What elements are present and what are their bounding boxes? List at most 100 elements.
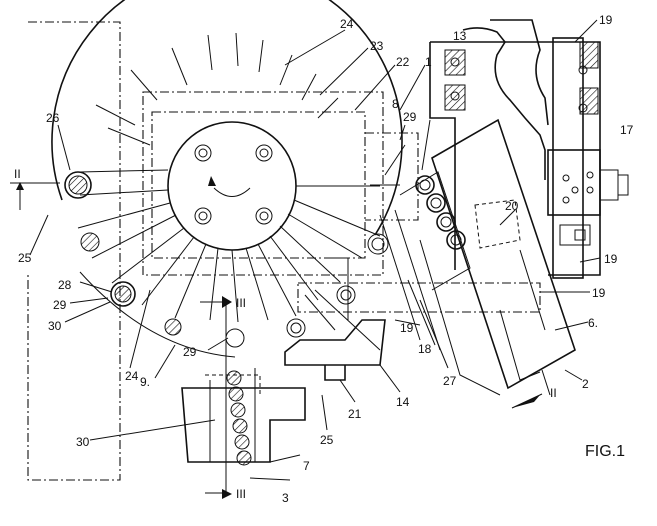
- inclined-magazine: [379, 118, 576, 409]
- rod-28-outer: [110, 281, 136, 307]
- label-30-bottom: 30: [76, 435, 90, 449]
- label-13: 13: [453, 29, 467, 43]
- section-mark-iii-bottom: III: [236, 487, 246, 501]
- label-29-left: 29: [53, 298, 67, 312]
- label-14: 14: [396, 395, 410, 409]
- label-19-guide: 19: [592, 286, 606, 300]
- pin-block: [559, 224, 591, 246]
- gear-13-profile: [462, 27, 546, 180]
- rod: [286, 318, 306, 338]
- stacked-rod: [228, 386, 244, 402]
- bracket-20: [474, 199, 521, 249]
- pin-21: [324, 365, 346, 381]
- magazine-rod: [426, 193, 446, 213]
- magazine-rod: [436, 212, 456, 232]
- rod: [164, 318, 182, 336]
- label-24-bottom: 24: [125, 369, 139, 383]
- section-mark-ii-left: II: [14, 167, 21, 181]
- label-25-left: 25: [18, 251, 32, 265]
- section-mark-iii-top: III: [236, 296, 246, 310]
- shaft-bearing: [579, 41, 599, 69]
- transfer-assembly: [284, 257, 386, 381]
- label-24-top: 24: [340, 17, 354, 31]
- wheel-rim: [51, 0, 403, 236]
- rod: [367, 233, 389, 255]
- wheel-radial-strokes: [95, 32, 339, 146]
- label-21: 21: [348, 407, 362, 421]
- magazine-edge: [379, 214, 421, 341]
- central-hub: [167, 121, 297, 251]
- label-7: 7: [303, 459, 310, 473]
- bearing-hatch: [444, 84, 466, 111]
- label-23: 23: [370, 39, 384, 53]
- left-housing-outline: [27, 21, 121, 481]
- section-line-ii-left: II: [10, 167, 60, 210]
- section-mark-ii-right: II: [550, 386, 557, 400]
- hub-bolt: [194, 144, 212, 162]
- right-housing: [429, 19, 629, 279]
- slide-14: [284, 319, 386, 366]
- stacked-rod: [226, 370, 242, 386]
- lever: [325, 257, 349, 320]
- block-17-nut: [599, 169, 619, 201]
- magazine-7-body: [181, 387, 306, 463]
- label-29-bottom: 29: [183, 345, 197, 359]
- stacked-rod: [230, 402, 246, 418]
- hub-bolt: [255, 144, 273, 162]
- wheel-spokes: [77, 169, 381, 323]
- label-20: 20: [505, 199, 519, 213]
- magazine-rod: [415, 175, 435, 195]
- label-30-left: 30: [48, 319, 62, 333]
- label-17: 17: [620, 123, 634, 137]
- label-22: 22: [396, 55, 410, 69]
- rod-29: [225, 328, 245, 348]
- wheel-inner-outline-2: [151, 111, 366, 259]
- label-25-bottom: 25: [320, 433, 334, 447]
- gear-13-tooth: [490, 19, 549, 126]
- label-26: 26: [46, 111, 60, 125]
- guide-19-outline: [297, 282, 541, 313]
- magazine-rod: [446, 230, 466, 250]
- block-8-outline: [365, 132, 419, 221]
- label-18: 18: [418, 342, 432, 356]
- rod-26: [68, 175, 88, 195]
- wheel-inner-outline: [142, 91, 384, 276]
- label-19-right: 19: [604, 252, 618, 266]
- label-9: 9.: [140, 375, 150, 389]
- label-27: 27: [443, 374, 457, 388]
- rotation-arrow: [213, 187, 251, 197]
- stacked-rod: [234, 434, 250, 450]
- stacked-rod: [236, 450, 252, 466]
- hub-bolt: [255, 207, 273, 225]
- label-3: 3: [282, 491, 289, 505]
- leader-lines: [29, 19, 601, 481]
- bearing-hatch: [444, 49, 466, 76]
- block-17: [547, 149, 601, 216]
- wheel-rods: [64, 171, 389, 348]
- label-2: 2: [582, 377, 589, 391]
- housing-left-wall: [429, 42, 456, 270]
- rod: [336, 285, 356, 305]
- hub-disc: [167, 121, 297, 251]
- magazine-chute: [419, 239, 501, 396]
- section-line-iii: III III: [200, 296, 246, 501]
- magazine-body: [431, 118, 576, 390]
- label-1: 1: [425, 55, 432, 69]
- reference-numerals: 24 23 22 1 13 19 26 29 8 17 20 19 19 25 …: [18, 13, 634, 505]
- label-6: 6.: [588, 316, 598, 330]
- stacked-rod: [232, 418, 248, 434]
- label-8: 8: [392, 97, 399, 111]
- wheel-inner-arc: [79, 271, 236, 358]
- shaft-19: [552, 37, 584, 279]
- rod: [80, 232, 100, 252]
- rod-28: [114, 285, 132, 303]
- rotary-wheel: [51, 0, 403, 358]
- vertical-magazine: [181, 368, 306, 466]
- rod-26-outer: [64, 171, 92, 199]
- label-19-top: 19: [599, 13, 613, 27]
- shaft-bearing: [579, 87, 599, 115]
- label-28: 28: [58, 278, 72, 292]
- figure-caption: FIG.1: [585, 443, 625, 460]
